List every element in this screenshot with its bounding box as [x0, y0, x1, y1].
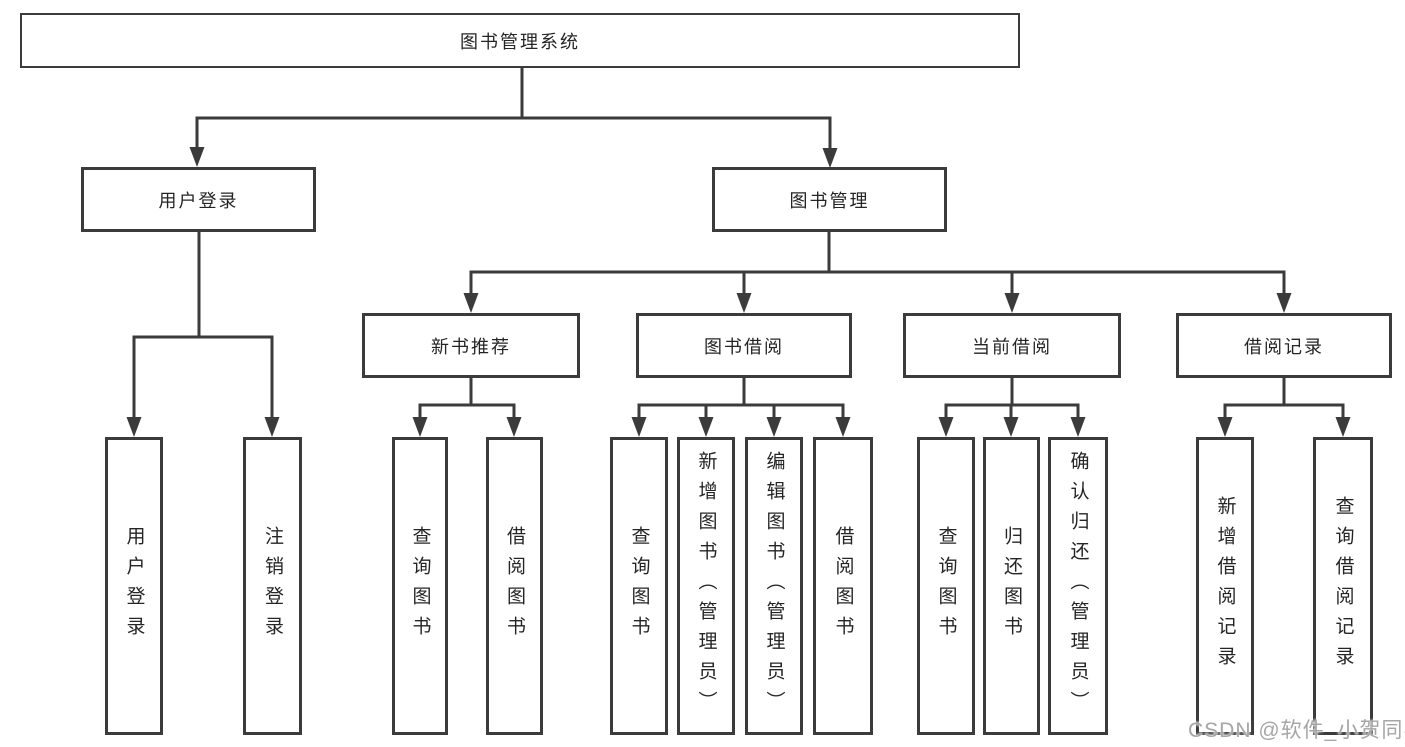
leaf-user-login: 用户登录	[105, 437, 163, 735]
leaf-label: 查询图书	[409, 526, 431, 646]
leaf-borrow-borrow-book: 借阅图书	[813, 437, 873, 735]
leaf-borrow-edit-book: 编辑图书（管理员）	[745, 437, 803, 735]
leaf-label: 新增借阅记录	[1214, 496, 1236, 676]
watermark-text: CSDN @软件_小贺同学	[1188, 719, 1405, 742]
connector-level3-rail	[469, 270, 1286, 296]
arrowhead	[1003, 417, 1019, 437]
leaf-record-add-record: 新增借阅记录	[1196, 437, 1254, 735]
arrowhead	[1335, 417, 1351, 437]
arrowhead	[412, 417, 428, 437]
leaf-label: 借阅图书	[504, 526, 525, 646]
arrowhead	[822, 148, 838, 168]
arrowhead	[463, 293, 479, 313]
arrowhead	[698, 417, 714, 437]
leaf-current-query-book: 查询图书	[917, 437, 975, 735]
leaf-record-query-record: 查询借阅记录	[1313, 437, 1373, 735]
arrowhead	[1217, 417, 1233, 437]
arrowhead	[736, 293, 752, 313]
arrowhead	[766, 417, 782, 437]
node-root: 图书管理系统	[20, 13, 1020, 68]
arrowhead	[264, 417, 280, 437]
arrowhead	[1004, 293, 1020, 313]
leaf-label: 注销登录	[262, 526, 283, 646]
connector-level2-rail	[195, 116, 832, 150]
leaf-current-return-book: 归还图书	[983, 437, 1040, 735]
leaf-label: 用户登录	[123, 526, 145, 646]
arrowhead	[938, 417, 954, 437]
arrowhead	[835, 417, 851, 437]
leaf-label: 查询图书	[628, 526, 650, 646]
connector-newbook-rail	[418, 403, 516, 420]
leaf-newbook-query-book: 查询图书	[392, 437, 448, 735]
arrowhead	[506, 417, 522, 437]
leaf-label: 确认归还（管理员）	[1067, 451, 1089, 721]
node-new-book-recommend: 新书推荐	[362, 313, 580, 378]
leaf-label: 新增图书（管理员）	[695, 451, 717, 721]
leaf-newbook-borrow-book: 借阅图书	[486, 437, 543, 735]
arrowhead	[631, 417, 647, 437]
connector-userlogin-rail	[132, 335, 274, 420]
leaf-label: 归还图书	[1001, 526, 1022, 646]
node-book-management: 图书管理	[712, 167, 947, 232]
leaf-current-confirm-return: 确认归还（管理员）	[1048, 437, 1108, 735]
leaf-label: 借阅图书	[832, 526, 854, 646]
node-user-login: 用户登录	[81, 167, 316, 232]
leaf-label: 查询借阅记录	[1332, 496, 1354, 676]
node-borrow-record: 借阅记录	[1176, 313, 1392, 378]
leaf-logout-login: 注销登录	[243, 437, 302, 735]
connector-borrow-rail	[637, 403, 845, 420]
connector-record-rail	[1223, 403, 1345, 420]
node-current-borrow: 当前借阅	[903, 313, 1121, 378]
arrowhead	[126, 417, 142, 437]
leaf-label: 查询图书	[935, 526, 957, 646]
leaf-borrow-query-book: 查询图书	[610, 437, 668, 735]
node-book-borrow: 图书借阅	[636, 313, 852, 378]
leaf-borrow-add-book: 新增图书（管理员）	[677, 437, 735, 735]
arrowhead	[1276, 293, 1292, 313]
arrowhead	[1070, 417, 1086, 437]
leaf-label: 编辑图书（管理员）	[763, 451, 785, 721]
arrowhead	[189, 147, 205, 167]
